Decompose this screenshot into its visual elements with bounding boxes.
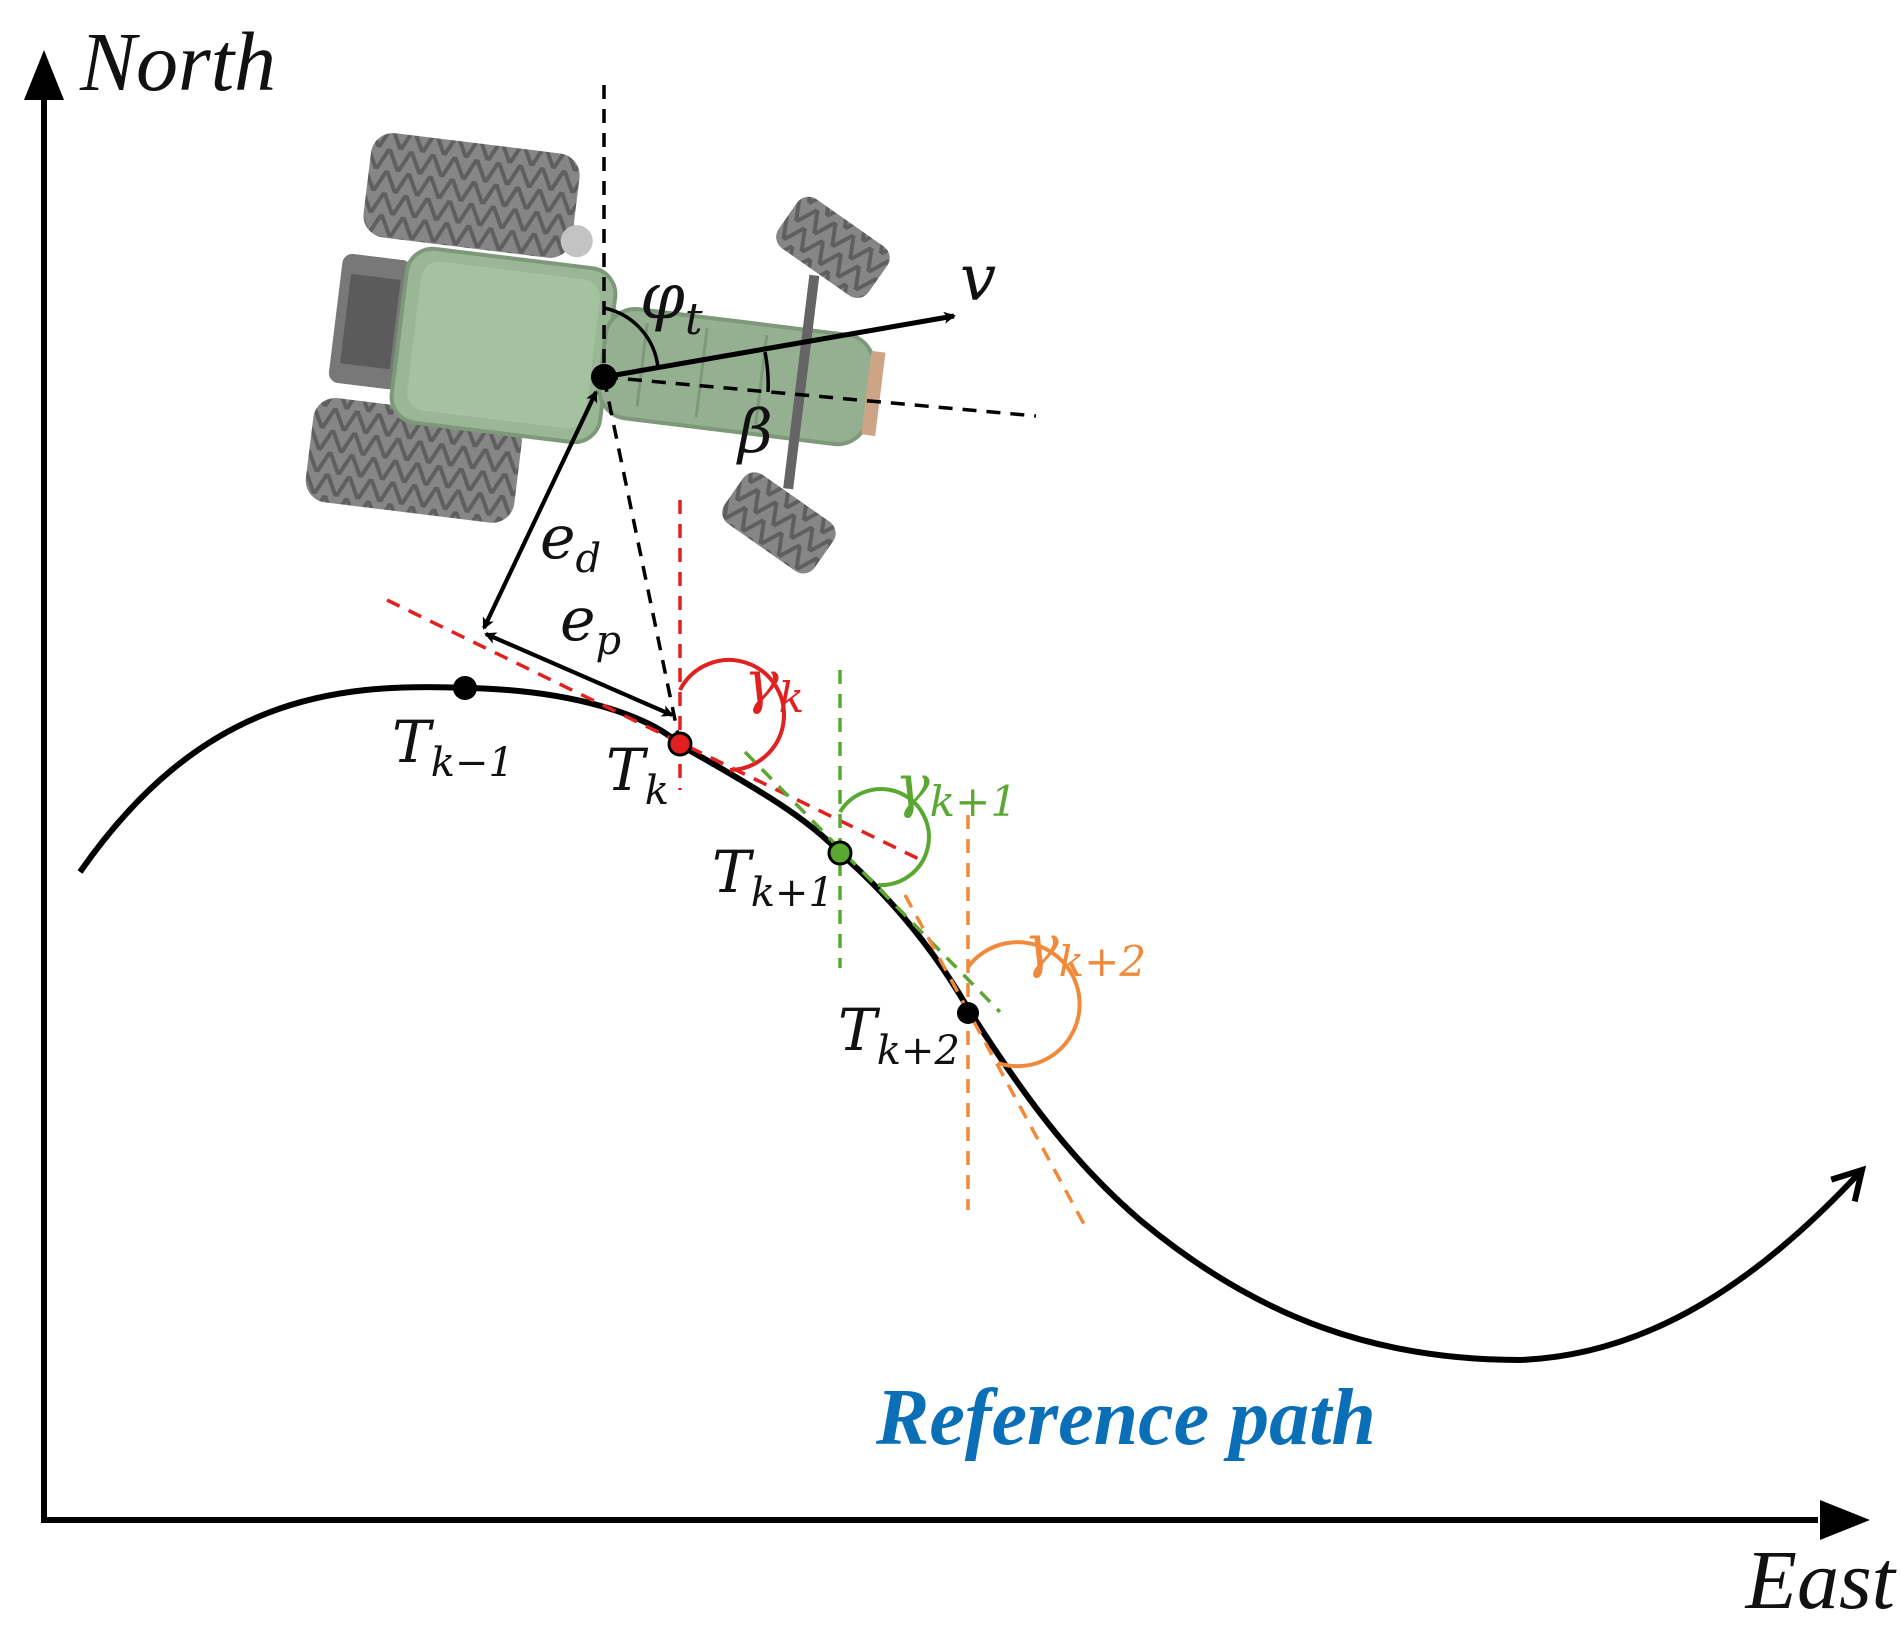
lateral-error-arrow [482, 390, 598, 630]
gamma-k-label: γk [744, 648, 804, 722]
tractor-icon [305, 133, 890, 574]
heading-angle-arc [603, 306, 660, 369]
gamma-k2-arc [966, 940, 1082, 1069]
point-t-k [667, 731, 693, 757]
coordinate-axes: North East [24, 16, 1898, 1627]
slip-angle-label: β [736, 397, 773, 467]
tangent-construction-k1 [743, 670, 1002, 1014]
east-axis-arrowhead [1820, 1500, 1870, 1540]
vehicle-center-point [591, 364, 617, 390]
point-label-t-k-plus-2: Tk+2 [838, 996, 960, 1074]
point-t-k-plus-1 [827, 840, 853, 866]
point-t-k-plus-2 [957, 1002, 979, 1024]
point-label-t-k-plus-1: Tk+1 [712, 838, 834, 916]
north-axis-arrowhead [24, 50, 64, 100]
point-label-t-k: Tk [606, 736, 669, 814]
rear-left-tire [363, 133, 580, 258]
heading-dashed [603, 375, 1037, 418]
gamma-k1-label: γk+1 [895, 752, 1017, 826]
reference-path-label: Reference path [875, 1374, 1376, 1462]
tangent-construction-k2 [903, 815, 1087, 1227]
front-right-tire [722, 472, 836, 574]
lateral-error-label: ed [540, 503, 601, 582]
east-axis-label: East [1745, 1534, 1898, 1627]
gamma-k2-label: γk+2 [1024, 912, 1146, 986]
gamma-k1-arc [838, 787, 931, 888]
point-t-k-minus-1 [453, 676, 477, 700]
point-label-t-k-minus-1: Tk−1 [392, 708, 514, 786]
front-left-tire [776, 196, 890, 299]
velocity-label: v [960, 242, 996, 316]
heading-angle-label: φt [640, 260, 703, 345]
north-axis-label: North [79, 16, 276, 109]
preview-error-label: ep [560, 585, 621, 664]
velocity-vector [603, 311, 956, 380]
gamma-k-arc [678, 658, 786, 772]
vehicle-construction [602, 85, 1037, 745]
slip-angle-arc [763, 351, 770, 393]
preview-error-arrow [484, 632, 674, 717]
